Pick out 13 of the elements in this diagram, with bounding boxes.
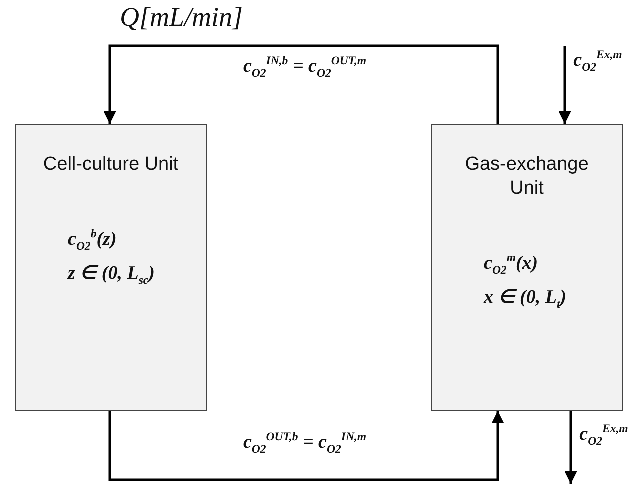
unit-box [15,124,207,411]
concentration-formula: x ∈ (0, L$_{t}$) [484,286,567,308]
concentration-formula: c$_{O2}$$^{b}$(z) [68,228,117,251]
concentration-formula: z ∈ (0, L$_{sc}$) [68,262,155,285]
unit-title: Gas-exchange Unit [464,153,590,200]
unit-title: Cell-culture Unit [43,153,179,177]
flow-rate-label: Q[mL/min] [120,2,244,33]
flow-arrow [558,46,572,124]
flow-arrow [564,411,578,484]
unit-box [431,124,623,411]
concentration-formula: c$_{O2}$$^{m}$(x) [484,252,538,274]
flow-arrow [104,44,500,124]
flow-arrow [108,411,504,482]
